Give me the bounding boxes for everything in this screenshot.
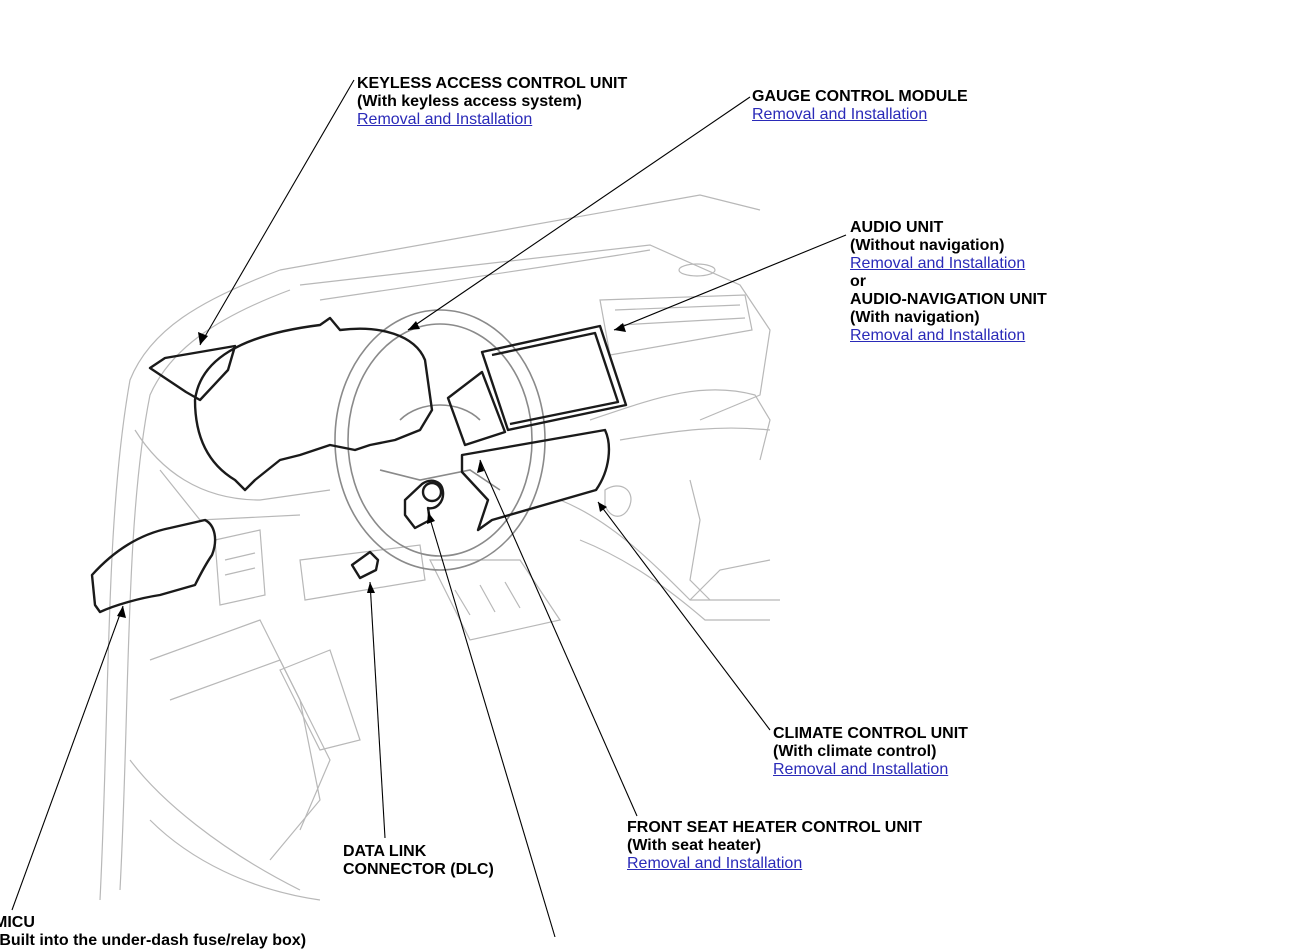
keyless-subtitle: (With keyless access system) — [357, 93, 582, 110]
climate-unit-shape — [460, 428, 611, 532]
gauge-removal-link[interactable]: Removal and Installation — [752, 106, 928, 123]
audio-title: AUDIO UNIT — [850, 219, 944, 236]
audio-or-text: or — [850, 273, 866, 290]
gauge-callout: GAUGE CONTROL MODULE Removal and Install… — [752, 88, 968, 124]
seat-heater-removal-link[interactable]: Removal and Installation — [627, 855, 803, 872]
climate-title: CLIMATE CONTROL UNIT — [773, 725, 968, 742]
audio-nav-removal-link[interactable]: Removal and Installation — [850, 327, 1026, 344]
dlc-title: DATA LINK — [343, 843, 427, 860]
audio-subtitle: (Without navigation) — [850, 237, 1005, 254]
dlc-shape — [350, 550, 380, 580]
audio-nav-subtitle: (With navigation) — [850, 309, 980, 326]
keyless-unit-shape — [148, 344, 237, 402]
audio-nav-title: AUDIO-NAVIGATION UNIT — [850, 291, 1047, 308]
keyless-title: KEYLESS ACCESS CONTROL UNIT — [357, 75, 628, 92]
component-outlines — [90, 316, 628, 614]
micu-shape — [90, 518, 217, 614]
climate-removal-link[interactable]: Removal and Installation — [773, 761, 949, 778]
micu-title: MICU — [0, 914, 35, 931]
gauge-title: GAUGE CONTROL MODULE — [752, 88, 968, 105]
steering-wheel — [334, 309, 546, 571]
seat-heater-subtitle: (With seat heater) — [627, 837, 762, 854]
micu-callout: MICU (Built into the under-dash fuse/rel… — [0, 914, 306, 950]
climate-subtitle: (With climate control) — [773, 743, 937, 760]
seat-heater-title: FRONT SEAT HEATER CONTROL UNIT — [627, 819, 923, 836]
dlc-callout: DATA LINK CONNECTOR (DLC) — [343, 843, 494, 879]
gauge-cluster-shape — [193, 316, 434, 492]
leader-lines — [11, 79, 847, 937]
ignition-knob-shape — [403, 479, 445, 530]
seat-heater-callout: FRONT SEAT HEATER CONTROL UNIT (With sea… — [627, 819, 922, 873]
audio-callout: AUDIO UNIT (Without navigation) Removal … — [850, 219, 1047, 345]
keyless-callout: KEYLESS ACCESS CONTROL UNIT (With keyles… — [357, 75, 627, 129]
audio-removal-link[interactable]: Removal and Installation — [850, 255, 1026, 272]
leader-arrowheads — [117, 321, 626, 618]
dlc-title-line2: CONNECTOR (DLC) — [343, 861, 494, 878]
dashboard-outline — [99, 194, 780, 901]
keyless-removal-link[interactable]: Removal and Installation — [357, 111, 533, 128]
climate-callout: CLIMATE CONTROL UNIT (With climate contr… — [773, 725, 968, 779]
audio-unit-shape — [480, 324, 628, 432]
micu-subtitle: (Built into the under-dash fuse/relay bo… — [0, 932, 307, 949]
